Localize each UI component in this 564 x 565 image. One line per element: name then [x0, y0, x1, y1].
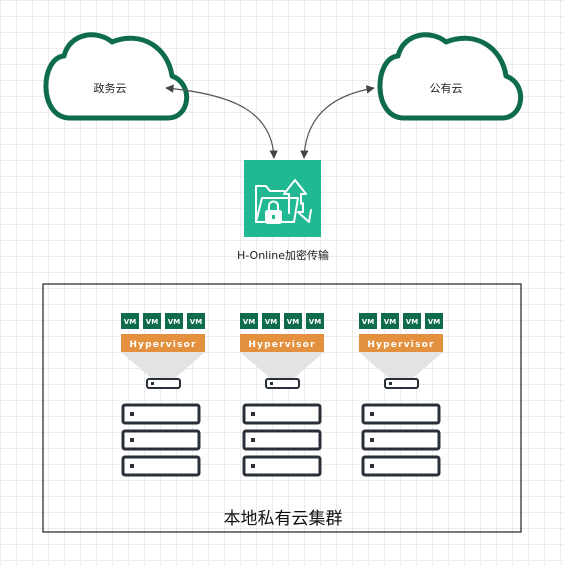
vm-label: VM	[428, 318, 440, 326]
server-unit	[242, 429, 322, 451]
vm-label: VM	[243, 318, 255, 326]
gov-cloud-label: 政务云	[94, 81, 127, 95]
hypervisor-bar	[359, 334, 443, 352]
server-unit	[361, 403, 441, 425]
server-unit	[121, 455, 201, 477]
server-led	[370, 412, 374, 416]
public-cloud-label: 公有云	[430, 81, 463, 95]
private-cloud-cluster-frame	[42, 283, 522, 533]
vm-label: VM	[124, 318, 136, 326]
vm-label: VM	[287, 318, 299, 326]
vm-tile	[381, 313, 399, 329]
public-cloud: 公有云	[377, 32, 524, 121]
vm-tile	[425, 313, 443, 329]
server-led	[370, 464, 374, 468]
server-led	[130, 438, 134, 442]
gov-cloud-shape	[43, 32, 190, 121]
vm-tile	[284, 313, 302, 329]
private-cloud-cluster-label: 本地私有云集群	[224, 509, 343, 529]
vm-label: VM	[168, 318, 180, 326]
vm-label: VM	[146, 318, 158, 326]
hypervisor-label: Hypervisor	[367, 340, 434, 350]
projection-shadow	[121, 352, 205, 379]
vm-tile	[359, 313, 377, 329]
host-nic-icon	[384, 378, 419, 389]
projection-shadow	[240, 352, 324, 379]
hypervisor-label: Hypervisor	[129, 340, 196, 350]
projection-shadow	[359, 352, 443, 379]
gov-cloud: 政务云	[43, 32, 190, 121]
server-led	[251, 464, 255, 468]
public-cloud-shape	[377, 32, 524, 121]
vm-label: VM	[362, 318, 374, 326]
vm-tile	[240, 313, 258, 329]
server-led	[370, 438, 374, 442]
server-unit	[242, 403, 322, 425]
server-led	[130, 412, 134, 416]
gov-cloud-connector	[165, 84, 278, 159]
vm-label: VM	[190, 318, 202, 326]
host-3: VM VM VM VM Hypervisor	[359, 313, 443, 477]
vm-label: VM	[384, 318, 396, 326]
vm-label: VM	[309, 318, 321, 326]
server-unit	[361, 429, 441, 451]
vm-tile	[165, 313, 183, 329]
hypervisor-label: Hypervisor	[248, 340, 315, 350]
host-nic-icon	[265, 378, 300, 389]
server-unit	[121, 403, 201, 425]
host-1: VM VM VM VM Hypervisor	[121, 313, 205, 477]
encrypted-transfer-node: H-Online加密传输	[237, 160, 329, 262]
host-nic-led	[270, 382, 273, 385]
hypervisor-bar	[121, 334, 205, 352]
vm-tile	[187, 313, 205, 329]
vm-tile	[143, 313, 161, 329]
server-led	[130, 464, 134, 468]
vm-tile	[306, 313, 324, 329]
vm-label: VM	[406, 318, 418, 326]
vm-tile	[262, 313, 280, 329]
host-nic-led	[151, 382, 154, 385]
server-led	[251, 412, 255, 416]
hypervisor-bar	[240, 334, 324, 352]
public-cloud-connector	[300, 85, 375, 159]
encrypted-transfer-icon	[255, 179, 312, 224]
server-led	[251, 438, 255, 442]
host-nic-icon	[146, 378, 181, 389]
vm-tile	[121, 313, 139, 329]
server-unit	[242, 455, 322, 477]
vm-tile	[403, 313, 421, 329]
host-nic-led	[389, 382, 392, 385]
encrypted-transfer-label: H-Online加密传输	[237, 248, 329, 262]
host-2: VM VM VM VM Hypervisor	[240, 313, 324, 477]
server-unit	[121, 429, 201, 451]
server-unit	[361, 455, 441, 477]
vm-label: VM	[265, 318, 277, 326]
